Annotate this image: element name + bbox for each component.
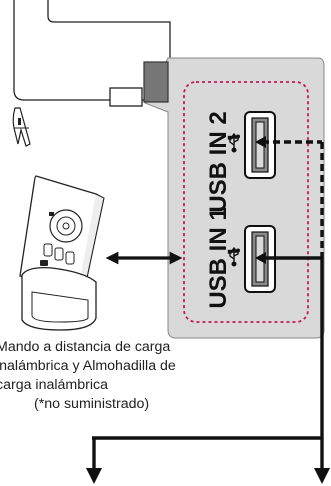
usb-icon (227, 132, 240, 153)
tv-back-illustration (12, 0, 200, 147)
usb-in-2-label: USB IN 2 (205, 111, 232, 212)
usb-in-2-connection-line (255, 136, 324, 258)
usb-in-2-port (244, 111, 276, 179)
caption-line-1: Mando a distancia de carga (0, 339, 171, 355)
caption-line-3: carga inalámbrica (0, 377, 108, 393)
port-panel-outline (183, 81, 309, 323)
usb-in-1-connection-line (92, 252, 324, 470)
port-zoom-callout (143, 57, 325, 339)
usb-icon (227, 246, 240, 267)
usb-in-1-label: USB IN 1 (205, 207, 232, 308)
remote-caption: Mando a distancia de carga inalámbrica y… (0, 338, 232, 414)
caption-line-2: inalámbrica y Almohadilla de (0, 358, 176, 374)
wireless-charging-remote-illustration (19, 175, 105, 331)
down-arrow-left (86, 468, 102, 484)
down-arrow-right (314, 468, 330, 484)
caption-line-4: (*no suministrado) (34, 396, 150, 412)
